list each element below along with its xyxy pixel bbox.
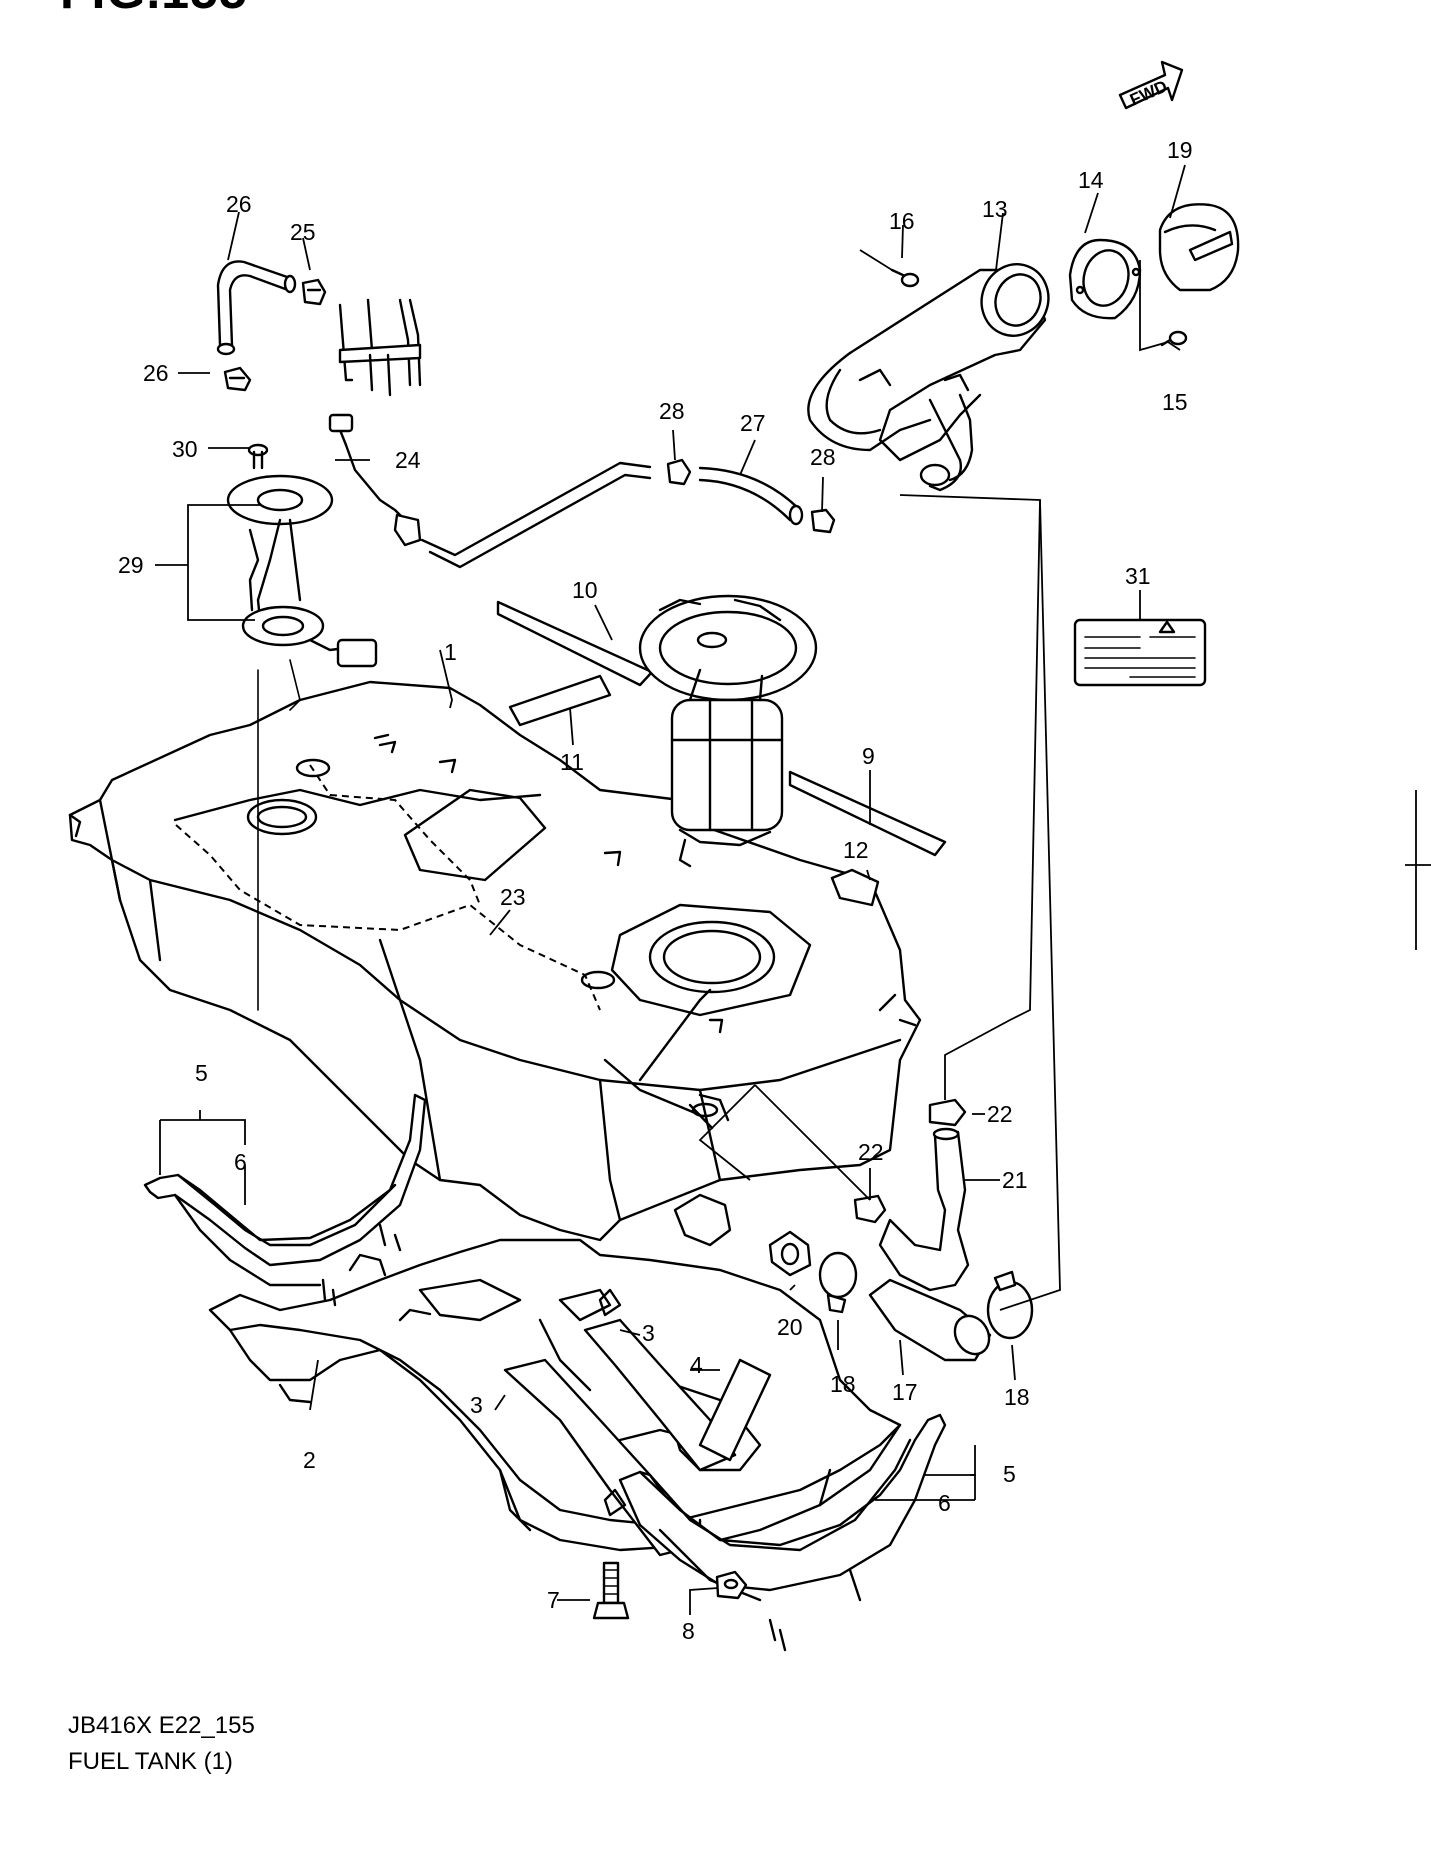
pad-9 (788, 770, 947, 857)
screw-30 (247, 443, 269, 470)
callout-1: 1 (444, 639, 457, 665)
diagram-code: JB416X E22_155 (68, 1712, 255, 1739)
callout-21: 21 (1002, 1167, 1028, 1193)
bolt-7 (592, 1561, 630, 1620)
clamp-22-upper (928, 1098, 967, 1127)
callout-8: 8 (682, 1618, 695, 1644)
wire-harness-24 (328, 413, 422, 547)
callout-12: 12 (843, 837, 869, 863)
callout-2: 2 (303, 1447, 316, 1473)
clamp-26-lower (223, 366, 252, 392)
pad-10 (496, 600, 654, 687)
clamp-28-right (810, 508, 836, 534)
fuel-pump-module (638, 594, 818, 868)
clamp-28-left (666, 458, 692, 486)
callout-30: 30 (172, 436, 198, 462)
pads (496, 600, 947, 907)
clamp-18-left (818, 1251, 858, 1314)
callout-16: 16 (889, 208, 915, 234)
caution-label-31 (1073, 618, 1207, 687)
callout-13: 13 (982, 196, 1008, 222)
fuel-tank (68, 680, 922, 1242)
pad-11 (508, 674, 612, 727)
vent-line (420, 461, 804, 569)
callout-5-right: 5 (1003, 1461, 1016, 1487)
callout-5-left: 5 (195, 1060, 208, 1086)
callout-20: 20 (777, 1314, 803, 1340)
diagram-footer: JB416X E22_155 FUEL TANK (1) (68, 1708, 255, 1780)
callout-28-right: 28 (810, 444, 836, 470)
callout-25: 26 (226, 191, 252, 217)
callout-6-right: 6 (938, 1490, 951, 1516)
hose-25 (216, 260, 297, 356)
callout-26-upper: 25 (290, 219, 316, 245)
filler-flange-14 (1068, 238, 1142, 320)
callout-9: 9 (862, 743, 875, 769)
callout-22-left: 22 (858, 1139, 884, 1165)
callout-3-upper: 3 (642, 1320, 655, 1346)
callout-18-right: 18 (1004, 1384, 1030, 1410)
callout-22-right: 22 (987, 1101, 1013, 1127)
callout-31: 31 (1125, 563, 1151, 589)
filler-hose-17 (868, 1278, 992, 1362)
callout-10: 10 (572, 577, 598, 603)
callout-7: 7 (547, 1587, 560, 1613)
bracket-right (603, 1413, 947, 1652)
breather-hose-21 (878, 1127, 970, 1292)
fuel-cap-19 (1158, 203, 1240, 292)
figure-title: FIG.155 (60, 0, 248, 16)
forward-arrow-icon: FWD (1118, 60, 1184, 110)
grommet-20 (673, 1193, 812, 1277)
pad-12 (830, 868, 880, 907)
diagram-caption: FUEL TANK (1) (68, 1748, 233, 1775)
callout-29: 29 (118, 552, 144, 578)
callout-28-left: 28 (659, 398, 685, 424)
callout-4: 4 (690, 1352, 703, 1378)
callout-18-left: 18 (830, 1371, 856, 1397)
fuel-level-sender (226, 474, 378, 1011)
callout-3-lower: 3 (470, 1392, 483, 1418)
callout-26-lower: 26 (143, 360, 169, 386)
filler-neck (807, 263, 1050, 492)
clamp-26-upper (301, 278, 327, 306)
callout-17: 17 (892, 1379, 918, 1405)
clamp-18-right (986, 1270, 1034, 1340)
callout-6-left: 6 (234, 1149, 247, 1175)
callout-numbers: 26 25 26 30 29 24 1 10 11 9 12 28 27 28 … (118, 137, 1193, 1644)
callout-24: 24 (395, 447, 421, 473)
screw-16 (890, 268, 920, 288)
bracket-left (143, 1093, 427, 1307)
callout-11: 11 (560, 749, 584, 775)
callout-14: 14 (1078, 167, 1104, 193)
callout-23: 23 (500, 884, 526, 910)
vent-pipe-bracket (338, 298, 422, 397)
page-edge-marks (1405, 790, 1431, 950)
callout-15: 15 (1162, 389, 1188, 415)
callout-19: 19 (1167, 137, 1193, 163)
nut-8 (715, 1570, 748, 1600)
callout-27: 27 (740, 410, 766, 436)
leader-lines (155, 164, 1186, 1615)
clamp-22-lower (853, 1194, 887, 1224)
